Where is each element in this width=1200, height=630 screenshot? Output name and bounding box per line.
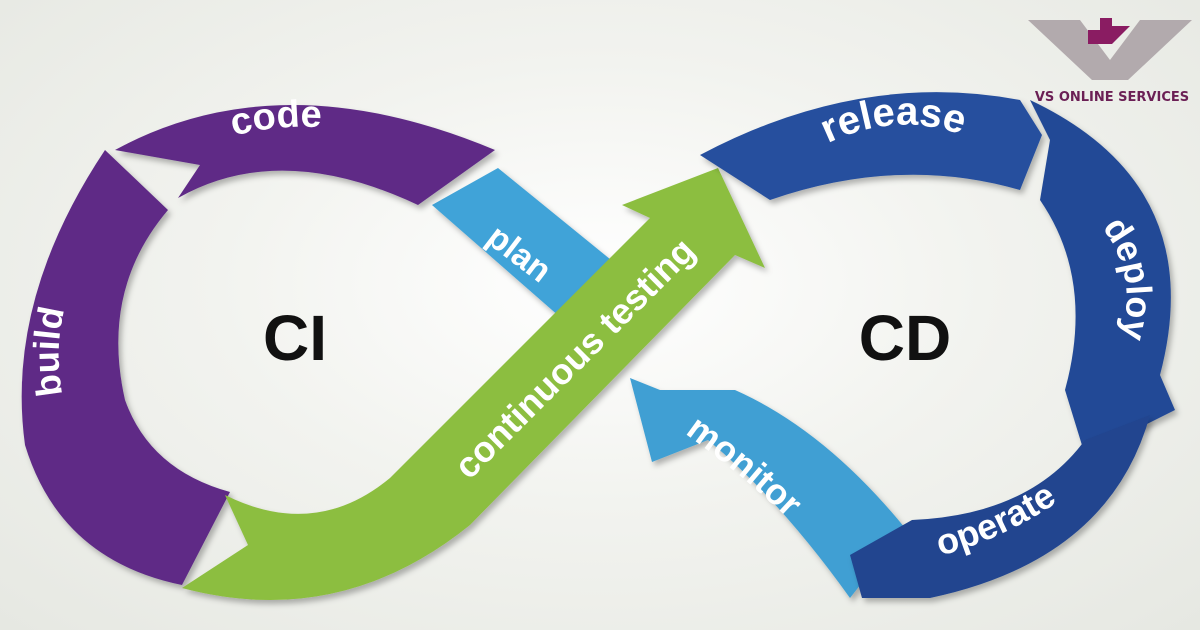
operate-segment [850, 415, 1150, 598]
logo-text: VS ONLINE SERVICES [1035, 90, 1189, 105]
continuous-testing-segment [182, 168, 765, 600]
release-segment [700, 92, 1042, 200]
ci-label: CI [263, 302, 327, 374]
build-segment [21, 150, 230, 585]
logo-v-mark [1028, 20, 1192, 80]
monitor-segment [630, 378, 905, 598]
deploy-segment [1030, 100, 1175, 455]
code-segment [115, 105, 495, 205]
cd-label: CD [859, 302, 951, 374]
vs-online-services-logo: VS ONLINE SERVICES [1028, 18, 1192, 105]
logo-arrow-mark [1088, 18, 1130, 44]
